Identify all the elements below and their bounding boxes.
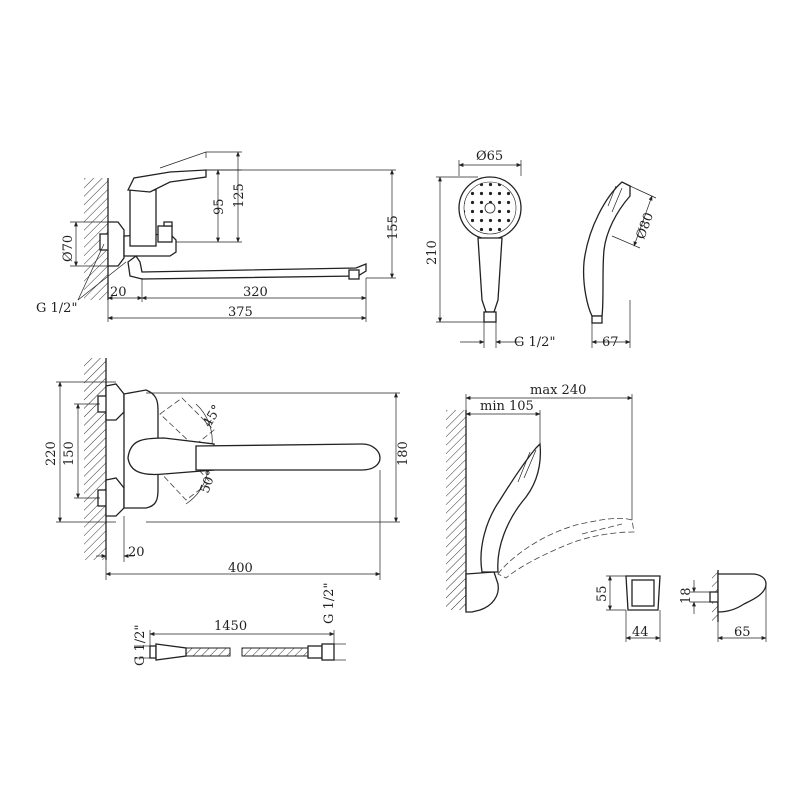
dim-1450: 1450	[214, 619, 247, 634]
dim-max-240: max 240	[530, 383, 586, 398]
dim-angle-50: 50°	[198, 469, 220, 496]
dim-95: 95	[212, 198, 227, 215]
dim-thread-handshower: G 1/2"	[514, 335, 555, 350]
dim-angle-45: 45°	[200, 403, 225, 430]
dim-55: 55	[595, 585, 610, 602]
dim-20-plan: 20	[128, 545, 145, 560]
dim-320: 320	[243, 285, 268, 300]
dim-180: 180	[396, 441, 411, 466]
hose-view: 1450 G 1/2" G 1/2"	[133, 583, 346, 666]
dim-220: 220	[44, 441, 59, 466]
dim-400: 400	[228, 561, 253, 576]
dim-65: 65	[734, 625, 751, 640]
dim-20-top: 20	[110, 285, 127, 300]
dim-diameter-70: Ø70	[61, 235, 76, 262]
dim-210: 210	[425, 240, 440, 265]
dim-thread-top: G 1/2"	[36, 301, 77, 316]
faucet-plan-view: 220 150 180 20 400 45° 50°	[44, 358, 411, 580]
dim-155: 155	[386, 215, 401, 240]
handshower-holder-view: max 240 min 105	[446, 383, 635, 613]
faucet-side-view: 95 125 155 Ø70 G 1/2" 20 320 375	[36, 151, 401, 322]
dim-18: 18	[679, 587, 694, 604]
dim-thread-hose-left: G 1/2"	[133, 625, 148, 666]
dim-thread-hose-right: G 1/2"	[322, 583, 337, 624]
dim-diameter-80: Ø80	[634, 211, 657, 242]
bracket-front-view: 55 44	[595, 575, 661, 642]
dim-diameter-65: Ø65	[476, 149, 503, 164]
dim-375: 375	[228, 305, 253, 320]
dim-67: 67	[602, 335, 619, 350]
handshower-side-view: Ø80 67	[582, 181, 657, 350]
dim-125: 125	[232, 183, 247, 208]
dim-min-105: min 105	[480, 399, 534, 414]
handshower-front-view: Ø65 210 G 1/2"	[425, 149, 555, 350]
bracket-side-view: 18 65	[679, 570, 767, 642]
dim-150: 150	[62, 441, 77, 466]
dim-44: 44	[632, 625, 649, 640]
